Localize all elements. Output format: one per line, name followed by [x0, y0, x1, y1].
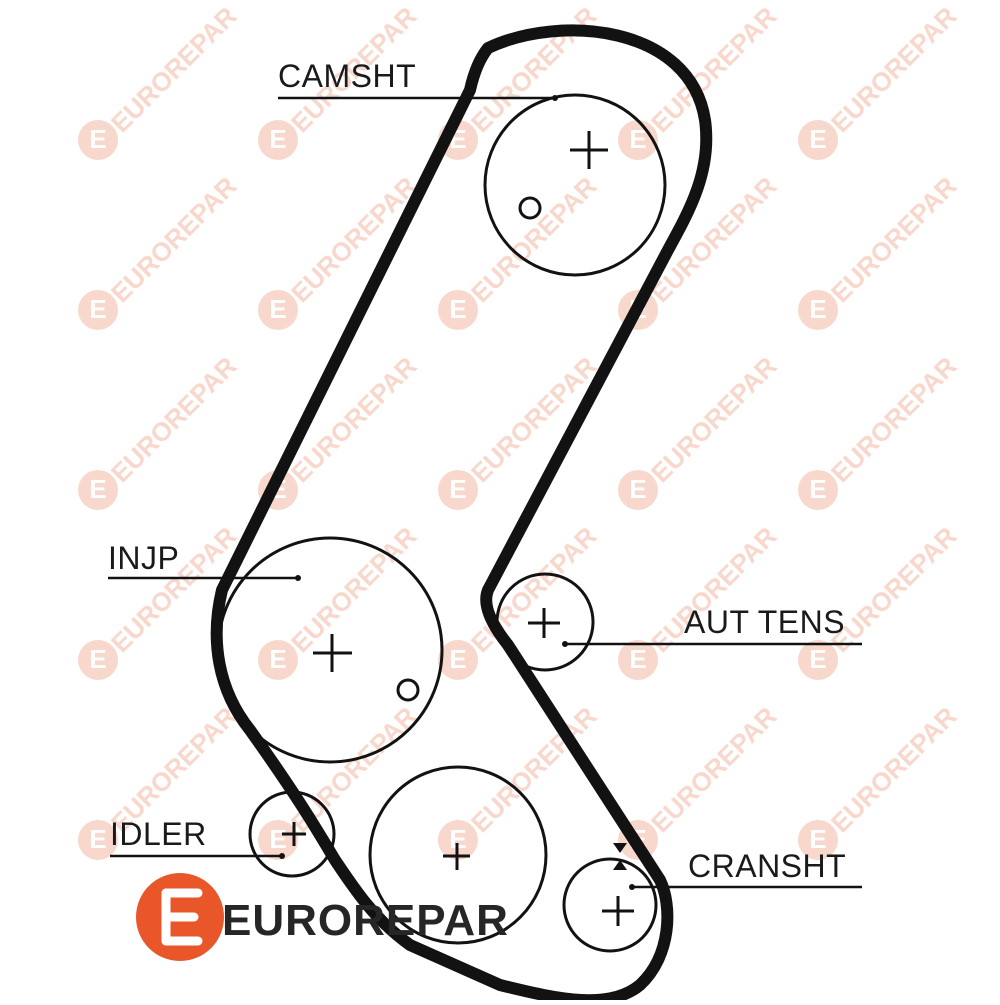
svg-text:E: E [629, 644, 646, 674]
auto-tensioner-pulley [495, 572, 595, 672]
svg-text:EUROREPAR: EUROREPAR [105, 171, 242, 308]
svg-text:EUROREPAR: EUROREPAR [645, 1, 782, 138]
water-pump-pulley [368, 765, 548, 945]
leader-dots [279, 95, 635, 890]
svg-text:EUROREPAR: EUROREPAR [465, 1, 602, 138]
crankshaft-alignment-arrows [613, 843, 627, 870]
svg-text:E: E [809, 824, 826, 854]
svg-text:E: E [89, 294, 106, 324]
idler-pulley [248, 790, 336, 878]
svg-text:EUROREPAR: EUROREPAR [105, 351, 242, 488]
svg-text:E: E [629, 124, 646, 154]
svg-text:E: E [809, 124, 826, 154]
injection-pump-timing-mark [396, 678, 420, 702]
svg-text:EUROREPAR: EUROREPAR [105, 1, 242, 138]
svg-text:E: E [449, 824, 466, 854]
svg-text:E: E [449, 294, 466, 324]
idler-center-mark [282, 822, 306, 846]
watermark-layer: EEUROREPAREEUROREPAREEUROREPAREEUROREPAR… [78, 1, 963, 860]
camshaft-label: CAMSHT [278, 58, 417, 94]
svg-text:E: E [269, 824, 286, 854]
idler-label: IDLER [110, 816, 207, 852]
injection-pump-center-mark [313, 634, 352, 672]
crankshaft-pulley [562, 857, 658, 953]
svg-text:E: E [449, 644, 466, 674]
svg-text:E: E [449, 474, 466, 504]
svg-text:E: E [89, 124, 106, 154]
leader-lines [108, 96, 862, 889]
auto-tensioner-label: AUT TENS [684, 604, 846, 640]
brand-name: EUROREPAR [222, 896, 509, 945]
injection-pump-label: INJP [108, 540, 180, 576]
svg-text:E: E [269, 294, 286, 324]
svg-text:E: E [89, 824, 106, 854]
svg-text:EUROREPAR: EUROREPAR [825, 351, 962, 488]
svg-text:E: E [89, 644, 106, 674]
camshaft-pulley [483, 93, 667, 277]
svg-text:EUROREPAR: EUROREPAR [645, 701, 782, 838]
auto-tensioner-center-mark [528, 608, 560, 638]
svg-text:E: E [809, 474, 826, 504]
svg-text:E: E [269, 644, 286, 674]
camshaft-center-mark [570, 131, 608, 169]
svg-text:E: E [269, 124, 286, 154]
svg-text:EUROREPAR: EUROREPAR [825, 171, 962, 308]
svg-text:EUROREPAR: EUROREPAR [825, 701, 962, 838]
svg-text:E: E [809, 644, 826, 674]
svg-text:E: E [629, 474, 646, 504]
svg-text:EUROREPAR: EUROREPAR [825, 521, 962, 658]
svg-text:EUROREPAR: EUROREPAR [645, 351, 782, 488]
camshaft-timing-mark [518, 196, 542, 220]
svg-text:EUROREPAR: EUROREPAR [825, 1, 962, 138]
svg-text:E: E [809, 294, 826, 324]
injection-pump-pulley [216, 536, 444, 764]
crankshaft-label: CRANSHT [688, 848, 847, 884]
brand-logo-icon [136, 873, 224, 961]
svg-text:E: E [89, 474, 106, 504]
crankshaft-center-mark [602, 896, 634, 926]
water-pump-center-mark [443, 843, 470, 870]
